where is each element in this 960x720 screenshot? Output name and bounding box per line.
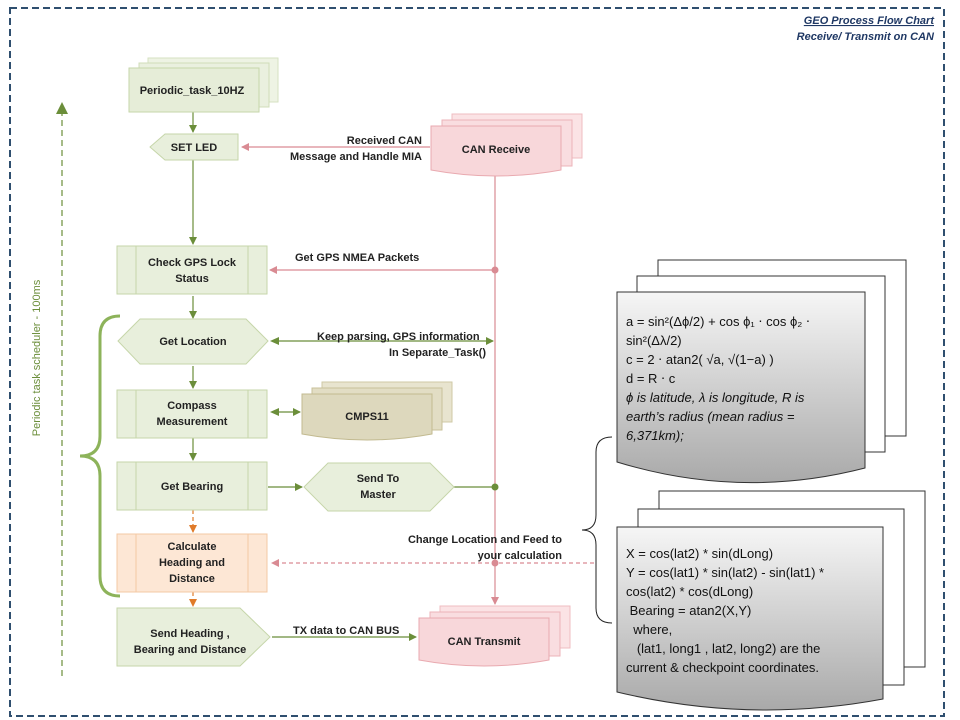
label-change-location-1: Change Location and Feed to (408, 534, 562, 546)
label-calc-1: Calculate (168, 541, 217, 553)
node-get-location: Get Location (117, 318, 269, 365)
bearing-line-7: current & checkpoint coordinates. (626, 660, 819, 675)
outer-frame (9, 7, 945, 717)
label-send-master-1: Send To (357, 473, 400, 485)
haversine-line-4: d = R ⋅ c (626, 371, 676, 386)
label-keep-parsing-2: In Separate_Task() (389, 347, 486, 359)
node-set-led: SET LED (149, 133, 239, 161)
label-compass-2: Measurement (157, 416, 228, 428)
haversine-formula: a = sin²(Δϕ/2) + cos ϕ₁ ⋅ cos ϕ₂ ⋅ sin²(… (626, 312, 810, 445)
haversine-line-3: c = 2 ⋅ atan2( √a, √(1−a) ) (626, 352, 774, 367)
haversine-line-5: ϕ is latitude, λ is longitude, R is (626, 390, 805, 405)
bearing-line-1: X = cos(lat2) * sin(dLong) (626, 546, 774, 561)
label-received-can-1: Received CAN (347, 135, 422, 147)
label-send-heading-2: Bearing and Distance (134, 644, 246, 656)
node-send-master: Send To Master (303, 462, 455, 512)
label-get-location: Get Location (159, 336, 227, 348)
bearing-line-3: cos(lat2) * cos(dLong) (626, 584, 754, 599)
label-received-can-2: Message and Handle MIA (290, 151, 422, 163)
haversine-line-2: sin²(Δλ/2) (626, 333, 682, 348)
node-periodic-task: Periodic_task_10HZ (128, 57, 279, 113)
haversine-line-6: earth’s radius (mean radius = (626, 409, 795, 424)
label-send-master-2: Master (360, 489, 396, 501)
chart-title: GEO Process Flow Chart (804, 15, 936, 27)
label-check-gps-2: Status (175, 273, 209, 285)
node-cmps11: CMPS11 (301, 381, 453, 441)
label-calc-3: Distance (169, 573, 215, 585)
scheduler-label: Periodic task scheduler - 100ms (31, 279, 43, 436)
label-can-transmit: CAN Transmit (448, 636, 521, 648)
junction-master (491, 483, 499, 491)
bearing-line-2: Y = cos(lat1) * sin(lat2) - sin(lat1) * (626, 565, 825, 580)
label-set-led: SET LED (171, 142, 218, 154)
label-tx-data: TX data to CAN BUS (293, 625, 399, 637)
node-compass: Compass Measurement (116, 389, 268, 439)
junction-change-location (491, 559, 499, 567)
label-periodic-task: Periodic_task_10HZ (140, 85, 245, 97)
label-get-gps-nmea: Get GPS NMEA Packets (295, 252, 419, 264)
label-keep-parsing-1: Keep parsing, GPS information (317, 331, 480, 343)
formula-brace (581, 436, 613, 624)
bearing-formula: X = cos(lat2) * sin(dLong) Y = cos(lat1)… (626, 544, 824, 677)
bearing-line-6: (lat1, long1 , lat2, long2) are the (626, 641, 821, 656)
scheduler-axis: Periodic task scheduler - 100ms (31, 102, 68, 676)
edge-keep-parsing-head (270, 337, 279, 345)
haversine-line-7: 6,371km); (626, 428, 684, 443)
node-get-bearing: Get Bearing (116, 461, 268, 511)
node-calculate: Calculate Heading and Distance (116, 533, 268, 593)
edge-compass-cmps11-head (270, 408, 279, 416)
label-can-receive: CAN Receive (462, 144, 530, 156)
label-calc-2: Heading and (159, 557, 225, 569)
bearing-line-4: Bearing = atan2(X,Y) (626, 603, 752, 618)
node-check-gps: Check GPS Lock Status (116, 245, 268, 295)
node-can-transmit: CAN Transmit (418, 605, 571, 667)
task-brace (79, 314, 121, 598)
bearing-doc-stack (616, 490, 926, 711)
label-get-bearing: Get Bearing (161, 481, 223, 493)
node-send-heading: Send Heading , Bearing and Distance (116, 607, 271, 667)
bearing-line-5: where, (626, 622, 673, 637)
junction-nmea (491, 266, 499, 274)
node-can-receive: CAN Receive (430, 113, 583, 177)
label-check-gps-1: Check GPS Lock (148, 257, 237, 269)
chart-subtitle: Receive/ Transmit on CAN (797, 31, 935, 43)
label-change-location-2: your calculation (478, 550, 563, 562)
label-compass-1: Compass (167, 400, 217, 412)
haversine-line-1: a = sin²(Δϕ/2) + cos ϕ₁ ⋅ cos ϕ₂ ⋅ (626, 314, 811, 329)
label-cmps11: CMPS11 (345, 411, 388, 423)
label-send-heading-1: Send Heading , (150, 628, 229, 640)
haversine-doc-stack (616, 259, 907, 484)
